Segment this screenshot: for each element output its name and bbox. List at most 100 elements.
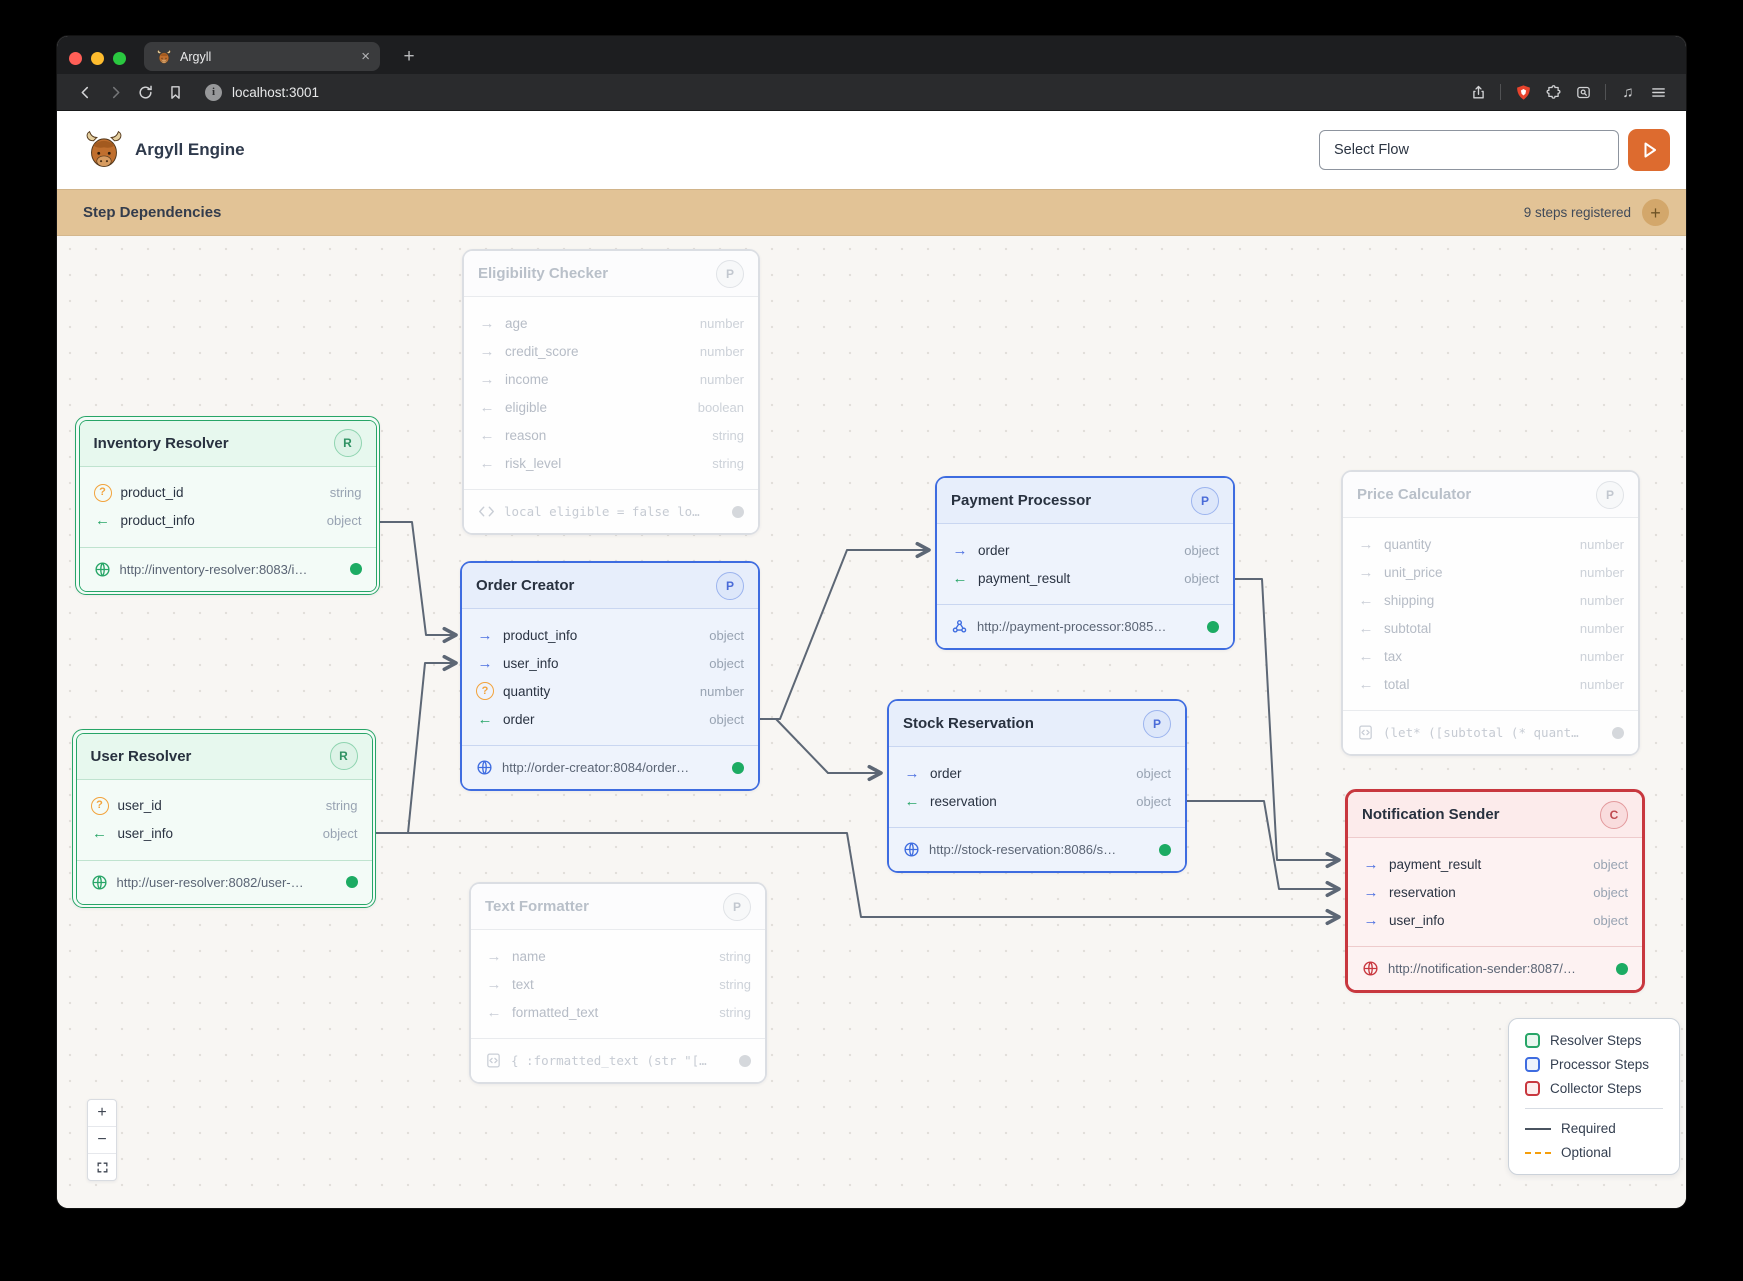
minimize-window-button[interactable]: [91, 52, 104, 65]
forward-button[interactable]: [101, 78, 129, 106]
port-row-eligible: ← eligible boolean: [464, 393, 758, 421]
node-text-formatter[interactable]: Text Formatter P → name string → text st…: [469, 882, 767, 1084]
node-inventory-resolver[interactable]: Inventory Resolver R ? product_id string…: [75, 416, 380, 595]
port-name: quantity: [1384, 536, 1432, 552]
node-payment-processor[interactable]: Payment Processor P → order object ← pay…: [935, 476, 1235, 650]
legend-label: Optional: [1561, 1145, 1612, 1160]
edge-inventory-resolver-to-order-creator: [380, 521, 458, 644]
flow-canvas[interactable]: Eligibility Checker P → age number → cre…: [57, 236, 1686, 1208]
node-order-creator[interactable]: Order Creator P → product_info object → …: [460, 561, 760, 791]
fit-view-button[interactable]: [88, 1154, 116, 1180]
zoom-out-button[interactable]: −: [88, 1127, 116, 1154]
toolbar-divider: [1605, 84, 1606, 100]
port-name: formatted_text: [512, 1004, 599, 1020]
music-note-icon[interactable]: ♫: [1622, 83, 1634, 101]
port-name: product_id: [120, 485, 184, 500]
required-line-icon: [1525, 1127, 1551, 1130]
globe-icon: [476, 759, 493, 776]
canvas-zoom-controls: + −: [87, 1099, 117, 1181]
port-row-total: ← total number: [1343, 670, 1638, 698]
port-name: order: [978, 542, 1010, 558]
node-endpoint: local eligible = false lo…: [504, 504, 700, 519]
node-box: Payment Processor P → order object ← pay…: [937, 478, 1233, 648]
node-kind-badge: R: [329, 742, 358, 770]
node-title: User Resolver: [90, 747, 192, 765]
port-name: product_info: [120, 513, 195, 528]
globe-icon: [1362, 960, 1379, 977]
zoom-in-button[interactable]: +: [88, 1100, 116, 1127]
port-type: string: [719, 1004, 751, 1020]
status-dot: [1159, 843, 1171, 856]
port-type: number: [699, 315, 744, 331]
node-endpoint: (let* ([subtotal (* quant…: [1383, 725, 1579, 740]
port-row-order: → order object: [937, 536, 1233, 564]
run-flow-button[interactable]: [1628, 129, 1670, 171]
site-info-icon[interactable]: i: [205, 83, 222, 101]
node-endpoint: http://notification-sender:8087/…: [1388, 961, 1576, 976]
node-user-resolver[interactable]: User Resolver R ? user_id string ← user_…: [72, 729, 376, 908]
address-bar[interactable]: i localhost:3001: [205, 83, 1462, 101]
edge-order-creator-to-payment-processor: [760, 541, 931, 720]
add-step-button[interactable]: +: [1642, 199, 1669, 226]
input-arrow-icon: →: [477, 654, 493, 672]
bookmark-icon[interactable]: [161, 78, 189, 106]
port-row-text: → text string: [471, 970, 765, 998]
port-row-reservation: → reservation object: [1348, 878, 1642, 906]
node-title: Price Calculator: [1357, 486, 1472, 503]
file-code-icon: [485, 1052, 502, 1069]
node-kind-badge: C: [1600, 800, 1628, 829]
close-window-button[interactable]: [69, 52, 82, 65]
port-row-product_info: → product_info object: [462, 621, 758, 649]
node-notification-sender[interactable]: Notification Sender C → payment_result o…: [1345, 789, 1645, 993]
node-footer: local eligible = false lo…: [464, 489, 758, 533]
port-name: credit_score: [505, 343, 579, 359]
extensions-puzzle-icon[interactable]: [1539, 78, 1567, 106]
share-icon[interactable]: [1464, 78, 1492, 106]
reload-button[interactable]: [131, 78, 159, 106]
input-arrow-icon: →: [904, 764, 920, 782]
node-kind-badge: P: [1596, 480, 1624, 509]
node-footer: http://stock-reservation:8086/s…: [889, 827, 1185, 871]
port-type: string: [712, 455, 744, 471]
flow-select-dropdown[interactable]: Select Flow: [1319, 130, 1619, 170]
node-endpoint: http://inventory-resolver:8083/i…: [119, 561, 308, 577]
node-eligibility-checker[interactable]: Eligibility Checker P → age number → cre…: [462, 249, 760, 535]
webhook-icon: [951, 618, 968, 635]
port-name: order: [930, 765, 962, 781]
port-row-age: → age number: [464, 309, 758, 337]
menu-hamburger-icon[interactable]: [1644, 78, 1672, 106]
node-title: Stock Reservation: [903, 715, 1034, 732]
node-footer: { :formatted_text (str "[…: [471, 1038, 765, 1082]
output-arrow-icon: ←: [92, 825, 107, 842]
node-header: Notification Sender C: [1348, 792, 1642, 838]
node-price-calculator[interactable]: Price Calculator P → quantity number → u…: [1341, 470, 1640, 756]
brave-shield-icon[interactable]: [1509, 78, 1537, 106]
maximize-window-button[interactable]: [113, 52, 126, 65]
port-type: object: [709, 655, 744, 671]
port-name: text: [512, 976, 534, 992]
port-type: string: [329, 485, 362, 500]
node-footer: http://inventory-resolver:8083/i…: [79, 546, 376, 591]
port-type: object: [322, 826, 358, 841]
input-arrow-icon: →: [952, 541, 968, 559]
node-endpoint: http://order-creator:8084/order…: [502, 760, 690, 775]
back-button[interactable]: [71, 78, 99, 106]
edge-user-resolver-to-order-creator: [376, 654, 458, 834]
port-type: number: [1579, 592, 1624, 608]
browser-tab[interactable]: Argyll ×: [144, 42, 380, 71]
node-stock-reservation[interactable]: Stock Reservation P → order object ← res…: [887, 699, 1187, 873]
new-tab-button[interactable]: +: [403, 45, 415, 67]
port-type: number: [699, 683, 744, 699]
port-type: number: [699, 343, 744, 359]
legend-item-collector: Collector Steps: [1525, 1081, 1663, 1096]
sidebar-search-icon[interactable]: [1569, 78, 1597, 106]
port-type: number: [699, 371, 744, 387]
node-header: User Resolver R: [76, 733, 372, 780]
node-header: Eligibility Checker P: [464, 251, 758, 297]
tab-close-icon[interactable]: ×: [361, 48, 370, 65]
step-dependencies-banner: Step Dependencies 9 steps registered +: [57, 189, 1686, 236]
flow-select-value: Select Flow: [1334, 142, 1409, 158]
port-row-subtotal: ← subtotal number: [1343, 614, 1638, 642]
node-box: Price Calculator P → quantity number → u…: [1343, 472, 1638, 754]
port-type: object: [326, 513, 362, 528]
